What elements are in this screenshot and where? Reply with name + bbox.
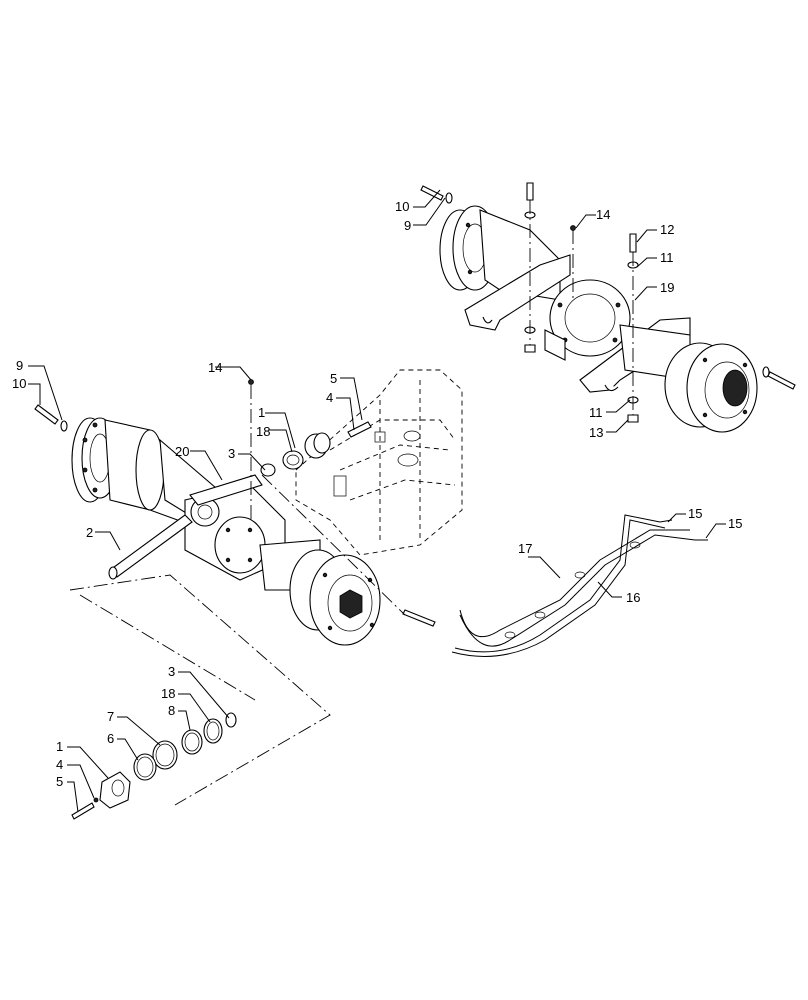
callout-15: 15 bbox=[728, 516, 742, 531]
callout-2: 2 bbox=[86, 525, 93, 540]
callout-19: 19 bbox=[660, 280, 674, 295]
lower-axle-assembly bbox=[34, 379, 436, 646]
callout-8: 8 bbox=[168, 703, 175, 718]
callout-9: 9 bbox=[16, 358, 23, 373]
seal-detail bbox=[69, 574, 331, 820]
upper-axle-assembly bbox=[420, 182, 796, 433]
callout-4: 4 bbox=[56, 757, 63, 772]
callout-16: 16 bbox=[626, 590, 640, 605]
callout-11: 11 bbox=[660, 250, 674, 265]
callout-6: 6 bbox=[107, 731, 114, 746]
callout-labels: 9 10 14 1 5 4 18 3 20 2 10 9 14 12 11 19… bbox=[12, 199, 742, 789]
leader-lines bbox=[28, 189, 726, 813]
callout-7: 7 bbox=[107, 709, 114, 724]
callout-5: 5 bbox=[330, 371, 337, 386]
callout-18: 18 bbox=[256, 424, 270, 439]
callout-17: 17 bbox=[518, 541, 532, 556]
callout-14: 14 bbox=[208, 360, 222, 375]
callout-15: 15 bbox=[688, 506, 702, 521]
callout-13: 13 bbox=[589, 425, 603, 440]
callout-12: 12 bbox=[660, 222, 674, 237]
callout-20: 20 bbox=[175, 444, 189, 459]
brake-line bbox=[451, 514, 708, 657]
callout-1: 1 bbox=[258, 405, 265, 420]
callout-1: 1 bbox=[56, 739, 63, 754]
callout-14: 14 bbox=[596, 207, 610, 222]
callout-10: 10 bbox=[395, 199, 409, 214]
chassis-frame bbox=[295, 369, 463, 556]
callout-18: 18 bbox=[161, 686, 175, 701]
callout-5: 5 bbox=[56, 774, 63, 789]
callout-3: 3 bbox=[228, 446, 235, 461]
callout-3: 3 bbox=[168, 664, 175, 679]
callout-9: 9 bbox=[404, 218, 411, 233]
callout-11: 11 bbox=[589, 405, 603, 420]
callout-10: 10 bbox=[12, 376, 26, 391]
callout-4: 4 bbox=[326, 390, 333, 405]
